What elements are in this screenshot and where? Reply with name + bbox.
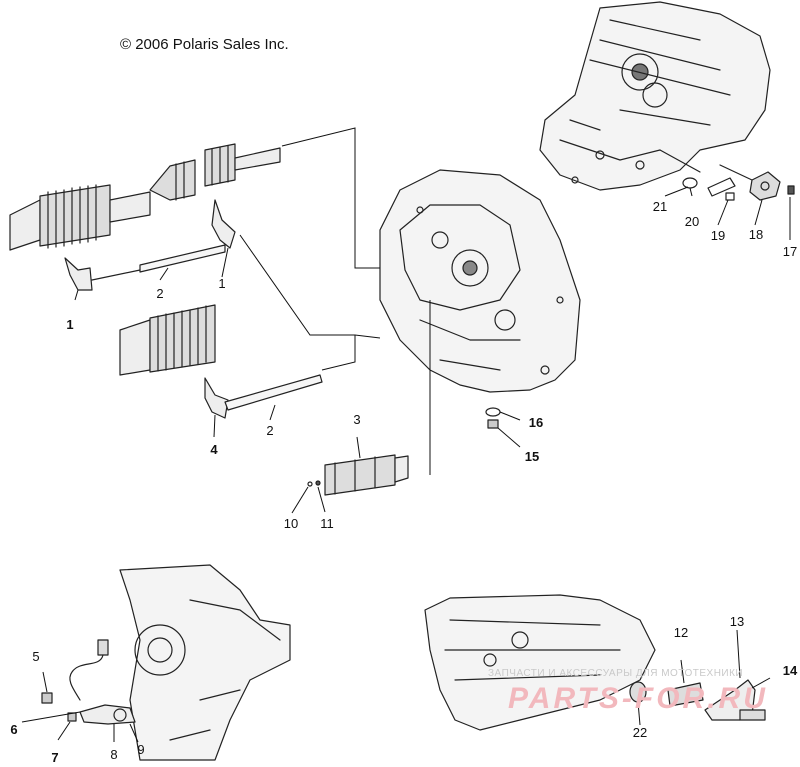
callout-5: 5 xyxy=(32,649,40,664)
callout-13: 13 xyxy=(729,614,745,629)
callout-2-lower: 2 xyxy=(266,423,274,438)
callout-16: 16 xyxy=(528,415,544,430)
shift-linkage-parts xyxy=(629,679,766,721)
callout-10: 10 xyxy=(283,516,299,531)
callout-6: 6 xyxy=(10,722,18,737)
countershaft-illustration xyxy=(119,304,216,376)
callout-8: 8 xyxy=(110,747,118,762)
callout-4: 4 xyxy=(210,442,218,457)
watermark-caption: ЗАПЧАСТИ И АКСЕССУАРЫ ДЛЯ МОТОТЕХНИКИ xyxy=(488,668,744,679)
shift-shaft-parts-top xyxy=(659,149,795,201)
callout-17: 17 xyxy=(782,244,798,259)
callout-11: 11 xyxy=(320,516,334,531)
lower-right-crankcase-illustration xyxy=(424,594,656,731)
copyright-notice: © 2006 Polaris Sales Inc. xyxy=(120,36,289,53)
shift-drum-illustration xyxy=(307,454,409,496)
callout-22: 22 xyxy=(632,725,648,740)
callout-3: 3 xyxy=(353,412,361,427)
callout-1-right: 1 xyxy=(218,276,226,291)
callout-15: 15 xyxy=(524,449,540,464)
neutral-switch-harness xyxy=(41,639,136,725)
callout-9: 9 xyxy=(137,742,145,757)
callout-19: 19 xyxy=(710,228,726,243)
crankcase-illustration xyxy=(379,169,581,429)
shift-forks-upper xyxy=(64,199,236,291)
input-shaft-illustration xyxy=(149,143,281,201)
leader-lines xyxy=(21,127,791,743)
watermark-logo: PARTS-FOR.RU xyxy=(508,682,768,715)
callout-1-left: 1 xyxy=(66,317,74,332)
output-shaft-illustration xyxy=(9,184,151,251)
crankcase-cover-illustration xyxy=(539,1,771,191)
callout-12: 12 xyxy=(673,625,689,640)
callout-7: 7 xyxy=(51,750,59,765)
watermark: ЗАПЧАСТИ И АКСЕССУАРЫ ДЛЯ МОТОТЕХНИКИ PA… xyxy=(488,668,788,728)
callout-2-upper: 2 xyxy=(156,286,164,301)
shift-fork-lower xyxy=(204,374,323,419)
callout-18: 18 xyxy=(748,227,764,242)
callout-14: 14 xyxy=(782,663,798,678)
callout-21: 21 xyxy=(652,199,668,214)
lower-left-crankcase-illustration xyxy=(119,564,291,761)
callout-20: 20 xyxy=(684,214,700,229)
